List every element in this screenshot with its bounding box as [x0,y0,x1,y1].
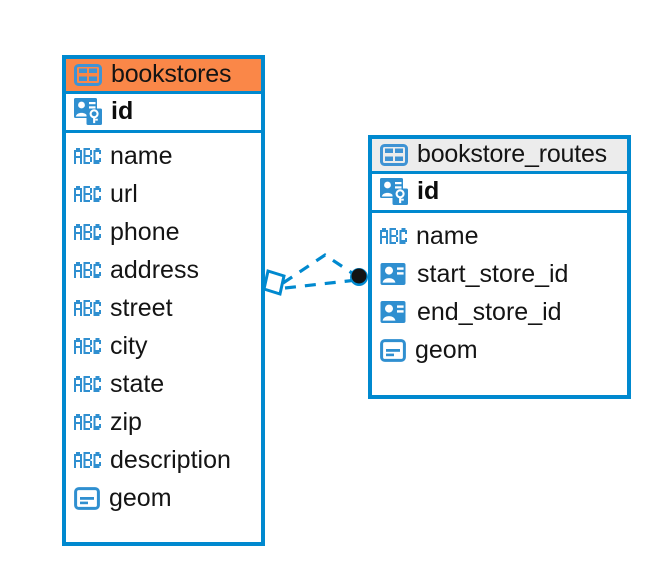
field-row[interactable]: city [74,327,253,365]
abc-text-icon [74,148,101,164]
field-row[interactable]: state [74,365,253,403]
table-icon [380,143,408,166]
field-row[interactable]: address [74,251,253,289]
abc-text-icon [74,262,101,278]
field-row[interactable]: geom [380,331,619,369]
entity-title: bookstore_routes [417,140,607,168]
abc-text-icon [74,186,101,202]
primary-key-icon [380,178,408,205]
entity-title: bookstores [111,60,232,88]
entity-header[interactable]: bookstore_routes [372,139,627,174]
field-row[interactable]: start_store_id [380,255,619,293]
primary-key-label: id [111,97,134,125]
geometry-icon [380,338,406,362]
field-label: state [110,369,165,398]
field-label: end_store_id [417,297,562,326]
abc-text-icon [74,224,101,240]
field-label: start_store_id [417,259,569,288]
field-label: phone [110,217,180,246]
table-icon [74,63,102,86]
field-label: geom [415,335,478,364]
abc-text-icon [380,228,407,244]
entity-bookstores[interactable]: bookstores id name url phone address street c… [62,55,265,546]
primary-key-label: id [417,177,440,205]
abc-text-icon [74,338,101,354]
geometry-icon [74,486,100,510]
field-row[interactable]: description [74,441,253,479]
field-row[interactable]: zip [74,403,253,441]
field-row[interactable]: name [380,217,619,255]
foreign-key-icon [380,301,406,323]
primary-key-row[interactable]: id [372,174,627,213]
foreign-key-icon [380,263,406,285]
field-row[interactable]: phone [74,213,253,251]
primary-key-row[interactable]: id [66,94,261,133]
field-label: zip [110,407,142,436]
abc-text-icon [74,414,101,430]
primary-key-icon [74,98,102,125]
entity-header[interactable]: bookstores [66,59,261,94]
field-label: name [416,221,479,250]
field-label: geom [109,483,172,512]
abc-text-icon [74,452,101,468]
field-label: street [110,293,173,322]
field-row[interactable]: url [74,175,253,213]
abc-text-icon [74,300,101,316]
abc-text-icon [74,376,101,392]
field-label: url [110,179,138,208]
field-label: city [110,331,148,360]
field-row[interactable]: end_store_id [380,293,619,331]
field-label: name [110,141,173,170]
field-row[interactable]: name [74,137,253,175]
field-list: name url phone address street city state zip des… [66,133,261,524]
field-label: description [110,445,231,474]
field-row[interactable]: street [74,289,253,327]
field-row[interactable]: geom [74,479,253,517]
field-label: address [110,255,199,284]
